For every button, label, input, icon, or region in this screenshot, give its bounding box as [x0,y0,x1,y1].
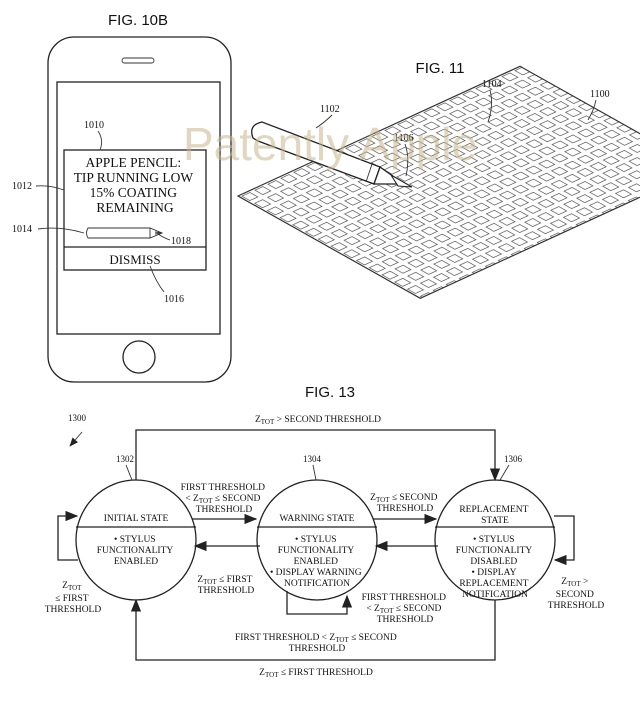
fig-11-title: FIG. 11 [416,60,465,77]
ref-1018: 1018 [171,236,191,247]
state-detail-line: FUNCTIONALITY [97,546,174,556]
state-name-line: STATE [481,516,509,526]
label-self-loop-initial: ZTOT ≤ FIRST THRESHOLD [45,581,102,615]
label-warning-to-initial: ZTOT ≤ FIRST THRESHOLD [197,575,254,596]
state-detail-line: FUNCTIONALITY [278,546,355,556]
stylus [251,121,413,188]
notification-line: 15% COATING [90,185,178,200]
dismiss-button[interactable]: DISMISS [109,252,160,267]
fig-10b: FIG. 10B APPLE PENCIL: TIP RUNNING LOW 1… [12,12,232,383]
ref-1016: 1016 [164,294,184,305]
state-name-line: REPLACEMENT [459,505,528,515]
phone-body [47,36,232,383]
ref-1106: 1106 [394,133,414,144]
earpiece [121,57,155,64]
state-warning-name: WARNING STATE [280,514,355,524]
state-detail-line: • DISPLAY [472,568,517,578]
leader-1104 [487,89,493,123]
state-detail-line: • STYLUS [473,535,515,545]
state-detail-line: NOTIFICATION [462,590,528,600]
leader-1018 [157,233,171,241]
leader-1016 [149,265,165,293]
sensor-surface [238,66,640,298]
ref-1100: 1100 [590,89,610,100]
watermark: Patently Apple [183,118,477,170]
leader-1012 [35,185,65,191]
state-detail-line: • STYLUS [295,535,337,545]
state-detail-line: ENABLED [294,557,338,567]
ref-1306: 1306 [504,454,523,464]
notification-card [63,149,207,271]
label-replacement-to-warning: FIRST THRESHOLD < ZTOT ≤ SECOND THRESHOL… [362,593,449,625]
ref-1010: 1010 [84,120,104,131]
leader-1010 [97,130,103,151]
state-detail-line: ENABLED [114,557,158,567]
leader-1014 [37,227,85,234]
ref-1302: 1302 [116,454,134,464]
leader-1100 [587,99,597,121]
home-button[interactable] [122,340,156,374]
self-loop-replacement [553,515,575,566]
state-initial-name: INITIAL STATE [104,514,169,524]
notification-message: APPLE PENCIL: TIP RUNNING LOW 15% COATIN… [74,155,197,215]
fig-13: FIG. 13 1300 1302 1304 1306 INITIAL STAT… [45,384,605,679]
self-loop-initial [57,510,79,561]
fig-13-title: FIG. 13 [305,384,355,401]
notification-line: TIP RUNNING LOW [74,170,194,185]
phone-screen [56,81,221,335]
ref-1102: 1102 [320,104,340,115]
ref-1304: 1304 [303,454,322,464]
notification-line: APPLE PENCIL: [85,155,181,170]
state-detail-line: • STYLUS [114,535,156,545]
ref-1104: 1104 [482,79,502,90]
state-detail-line: REPLACEMENT [459,579,528,589]
state-warning [256,479,378,601]
pencil-icon [86,227,164,239]
state-detail-line: NOTIFICATION [284,579,350,589]
label-warning-to-replacement: ZTOT ≤ SECOND THRESHOLD [370,493,440,514]
label-initial-to-replacement: ZTOT > SECOND THRESHOLD [255,415,381,426]
state-detail-line: DISABLED [470,557,517,567]
label-replacement-to-initial: ZTOT ≤ FIRST THRESHOLD [259,668,373,679]
leader-1102 [315,114,333,129]
self-loop-warning [286,591,353,615]
state-detail-line: • DISPLAY WARNING [270,568,362,578]
state-initial-details: • STYLUS FUNCTIONALITY ENABLED [97,535,176,567]
ref-1012: 1012 [12,181,32,192]
state-replacement-details: • STYLUS FUNCTIONALITY DISABLED • DISPLA… [456,535,535,600]
state-replacement-name: REPLACEMENT STATE [459,505,530,526]
label-self-loop-replacement: ZTOT > SECOND THRESHOLD [548,577,605,611]
state-detail-line: FUNCTIONALITY [456,546,533,556]
label-initial-to-warning: FIRST THRESHOLD < ZTOT ≤ SECOND THRESHOL… [181,483,268,515]
leader-1106 [404,143,409,177]
ref-1014: 1014 [12,224,32,235]
fig-11: FIG. 11 1102 1104 1100 1106 [238,60,640,298]
state-warning-details: • STYLUS FUNCTIONALITY ENABLED • DISPLAY… [270,535,364,589]
leader-1302 [125,464,133,481]
leader-1300 [69,431,83,447]
ref-1300: 1300 [68,413,87,423]
leader-1304 [312,464,317,481]
arrow-initial-to-replacement [135,429,501,482]
fig-10b-title: FIG. 10B [108,12,168,29]
leader-1306 [499,464,510,481]
label-self-loop-warning: FIRST THRESHOLD < ZTOT ≤ SECOND THRESHOL… [235,633,399,654]
arrow-replacement-to-initial [130,598,496,661]
notification-line: REMAINING [96,200,173,215]
